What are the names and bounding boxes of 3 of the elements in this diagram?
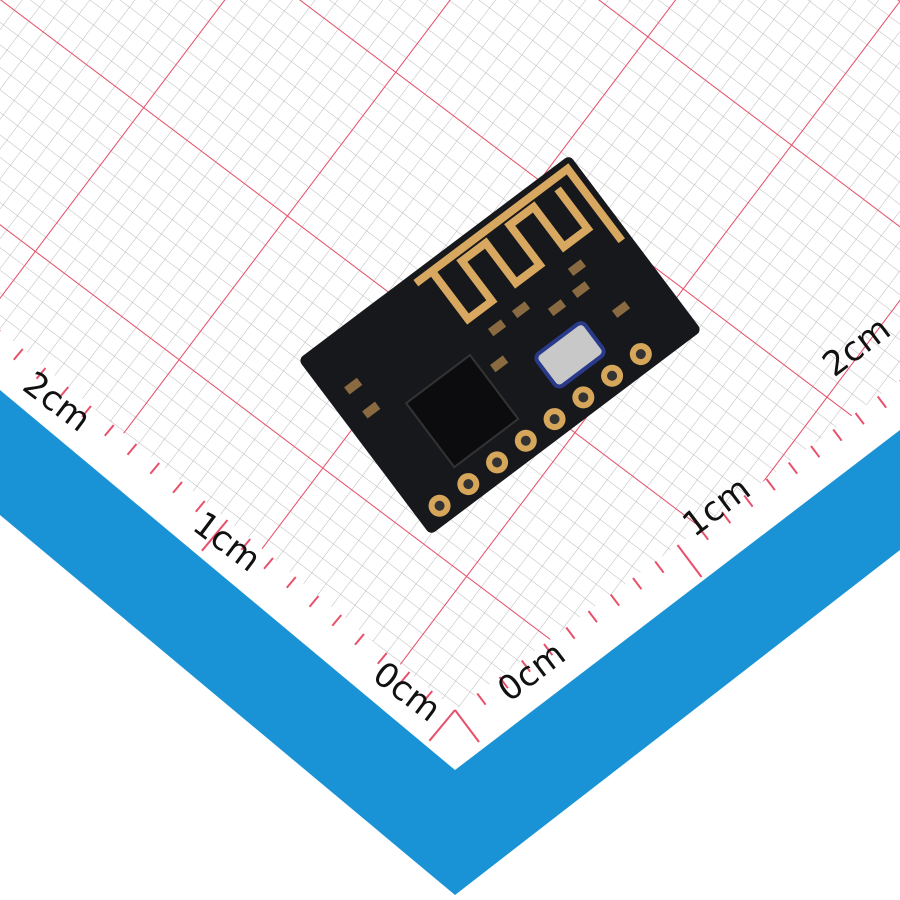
scale-label: 1cm [677, 471, 756, 543]
scale-label: 0cm [492, 636, 572, 708]
scale-label: 2cm [817, 311, 896, 383]
